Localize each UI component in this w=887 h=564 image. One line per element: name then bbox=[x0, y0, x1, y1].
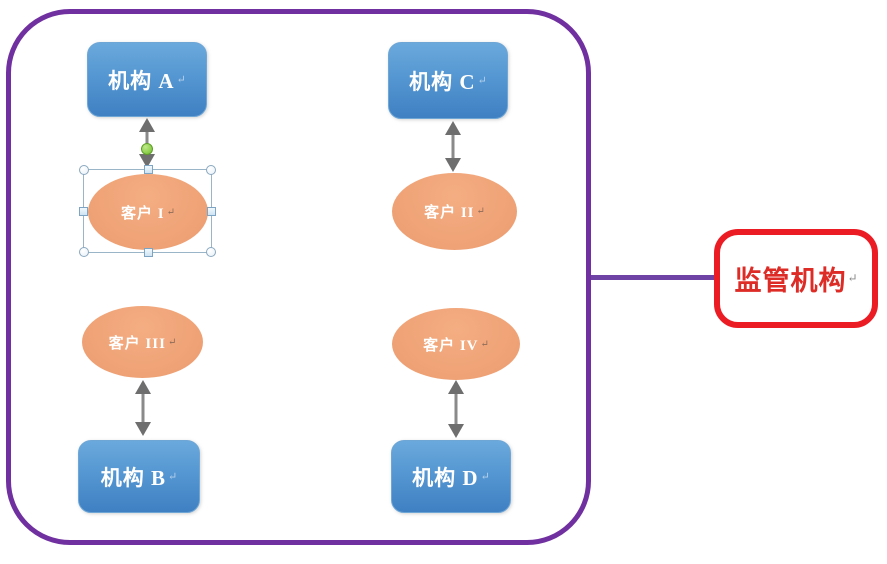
paragraph-mark: ↵ bbox=[477, 75, 487, 87]
double-arrow-customer3-to-b[interactable] bbox=[131, 379, 155, 437]
institution-d-label: 机构 D bbox=[412, 465, 479, 490]
institution-a-label: 机构 A bbox=[108, 68, 175, 93]
market-container-frame[interactable] bbox=[6, 9, 591, 545]
double-arrow-c-to-customer2[interactable] bbox=[441, 120, 465, 173]
customer-4-label: 客户 IV bbox=[423, 337, 479, 354]
paragraph-mark: ↵ bbox=[847, 271, 858, 285]
customer-1-label: 客户 I bbox=[121, 205, 165, 222]
node-institution-d[interactable]: 机构 D ↵ bbox=[391, 440, 511, 513]
node-regulator[interactable]: 监管机构 ↵ bbox=[714, 229, 878, 328]
double-arrow-customer4-to-d[interactable] bbox=[444, 379, 468, 439]
paragraph-mark: ↵ bbox=[480, 471, 490, 483]
node-institution-b[interactable]: 机构 B ↵ bbox=[78, 440, 200, 513]
selection-handle-middle-right[interactable] bbox=[207, 207, 216, 216]
selection-handle-bottom-left[interactable] bbox=[79, 247, 89, 257]
paragraph-mark: ↵ bbox=[166, 206, 175, 218]
paragraph-mark: ↵ bbox=[168, 471, 178, 483]
node-institution-a[interactable]: 机构 A ↵ bbox=[87, 42, 207, 117]
selection-handle-top-middle[interactable] bbox=[144, 165, 153, 174]
paragraph-mark: ↵ bbox=[167, 336, 177, 348]
selection-handle-bottom-right[interactable] bbox=[206, 247, 216, 257]
paragraph-mark: ↵ bbox=[476, 206, 485, 217]
paragraph-mark: ↵ bbox=[480, 338, 489, 350]
paragraph-mark: ↵ bbox=[176, 74, 186, 86]
node-customer-4[interactable]: 客户 IV ↵ bbox=[392, 308, 520, 380]
institution-c-label: 机构 C bbox=[409, 69, 476, 94]
connection-point-dot[interactable] bbox=[141, 143, 153, 155]
node-customer-2[interactable]: 客户 II ↵ bbox=[392, 173, 517, 250]
node-customer-3[interactable]: 客户 III ↵ bbox=[82, 306, 203, 378]
institution-b-label: 机构 B bbox=[100, 465, 167, 490]
selection-box-customer-1 bbox=[79, 165, 216, 257]
node-customer-1[interactable]: 客户 I ↵ bbox=[88, 174, 208, 250]
selection-handle-middle-left[interactable] bbox=[79, 207, 88, 216]
node-institution-c[interactable]: 机构 C ↵ bbox=[388, 42, 508, 119]
selection-handle-top-right[interactable] bbox=[206, 165, 216, 175]
regulator-label: 监管机构 bbox=[734, 266, 847, 296]
selection-handle-top-left[interactable] bbox=[79, 165, 89, 175]
customer-3-label: 客户 III bbox=[108, 335, 166, 352]
connector-container-to-regulator[interactable] bbox=[591, 275, 715, 280]
selection-handle-bottom-middle[interactable] bbox=[144, 248, 153, 257]
customer-2-label: 客户 II bbox=[424, 205, 475, 221]
